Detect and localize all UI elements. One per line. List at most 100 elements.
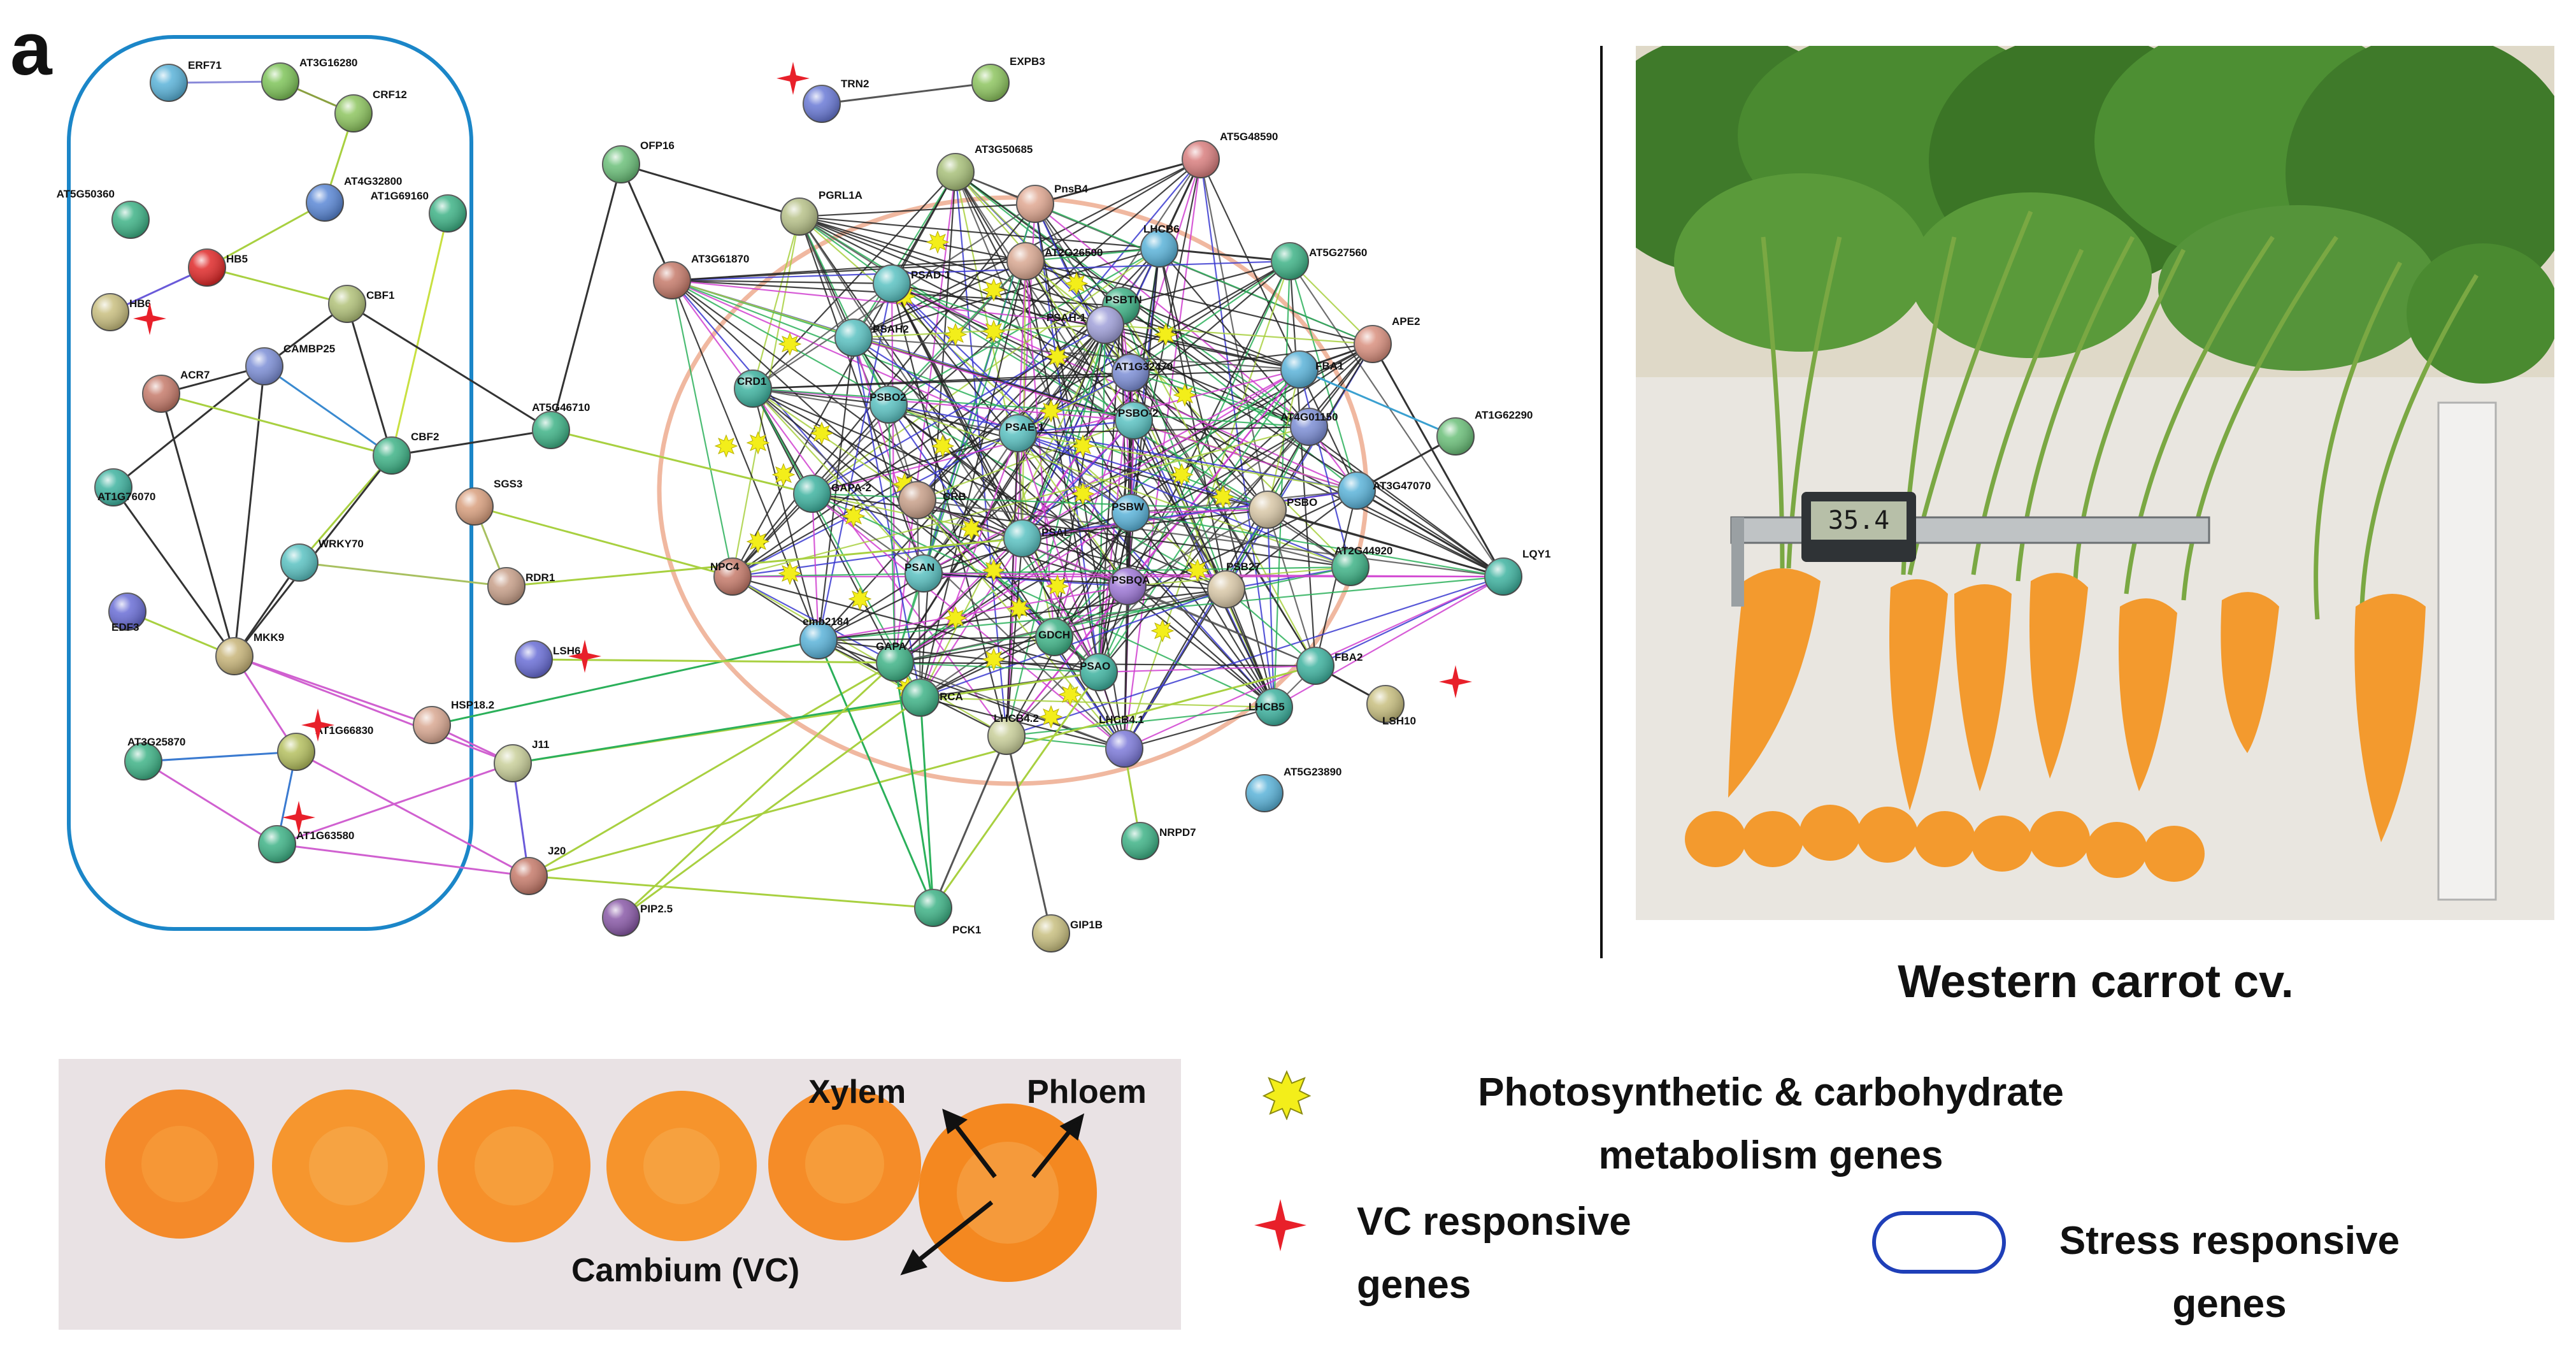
node-at3g50685: AT3G50685 bbox=[936, 143, 1033, 191]
node-label: CBF2 bbox=[411, 431, 439, 443]
node-gloss bbox=[95, 469, 132, 506]
node-psad-1: PSAD-1 bbox=[873, 264, 950, 303]
node-at1g62290: AT1G62290 bbox=[1436, 409, 1533, 456]
node-gloss bbox=[1087, 306, 1124, 343]
legend-stress-line1: Stress responsive bbox=[2059, 1219, 2400, 1263]
photosynthetic-star bbox=[959, 517, 984, 541]
network-edge bbox=[550, 429, 813, 495]
node-label: J11 bbox=[532, 738, 549, 751]
node-gloss bbox=[1007, 243, 1044, 280]
network-edge bbox=[732, 372, 1131, 577]
photosynthetic-star bbox=[714, 434, 738, 458]
node-at2g26500: AT2G26500 bbox=[1006, 242, 1103, 280]
node-label: CRF12 bbox=[373, 89, 407, 101]
slice-arrows bbox=[900, 1109, 1085, 1276]
node-gloss bbox=[278, 733, 315, 770]
network-edge bbox=[852, 337, 925, 574]
network-edge bbox=[347, 303, 552, 431]
caliper-reading: 35.4 bbox=[1828, 506, 1889, 535]
node-label: AT3G50685 bbox=[975, 143, 1033, 155]
node-gloss bbox=[150, 64, 187, 101]
node-crb: CRB bbox=[898, 481, 966, 519]
node-gloss bbox=[125, 743, 162, 780]
network-edge bbox=[1159, 247, 1291, 263]
network-edge bbox=[143, 751, 297, 763]
network-edge bbox=[1005, 203, 1036, 737]
network-edge bbox=[891, 283, 1131, 514]
node-label: PSAN bbox=[905, 561, 934, 573]
node-crf12: CRF12 bbox=[334, 89, 407, 133]
node-label: AT5G23890 bbox=[1284, 766, 1342, 778]
node-label: GDCH bbox=[1038, 629, 1070, 641]
node-psah2: PSAH2 bbox=[834, 319, 909, 357]
node-label: PSAH2 bbox=[873, 323, 909, 335]
photosynthetic-star-icon bbox=[1262, 1070, 1312, 1120]
network-edge bbox=[1273, 576, 1504, 708]
node-gloss bbox=[988, 717, 1025, 754]
node-fba2: FBA2 bbox=[1296, 647, 1363, 685]
network-edge bbox=[299, 561, 507, 587]
node-gloss bbox=[873, 265, 910, 302]
network-edge bbox=[550, 164, 622, 431]
node-gloss bbox=[870, 386, 907, 423]
network-edge bbox=[620, 696, 921, 919]
photosynthetic-star bbox=[1071, 482, 1095, 506]
photosynthetic-star bbox=[982, 647, 1006, 672]
node-lhcb6: LHCB6 bbox=[1140, 223, 1180, 268]
xylem-label: Xylem bbox=[808, 1074, 906, 1111]
node-at1g66830: AT1G66830 bbox=[277, 724, 373, 771]
node-lhcb4-2: LHCB4.2 bbox=[987, 712, 1039, 755]
network-edge bbox=[818, 573, 924, 641]
network-edge bbox=[1127, 261, 1291, 587]
network-edge bbox=[812, 493, 1268, 511]
network-edge bbox=[1017, 426, 1310, 435]
node-cambp25: CAMBP25 bbox=[245, 343, 335, 385]
network-edge bbox=[298, 455, 393, 563]
node-gloss bbox=[803, 85, 840, 122]
network-edge bbox=[752, 283, 892, 389]
network-edge bbox=[894, 661, 1125, 750]
node-gloss bbox=[1437, 418, 1474, 455]
network-edge bbox=[1105, 324, 1300, 371]
network-edge bbox=[752, 388, 820, 641]
photosynthetic-star bbox=[1007, 596, 1031, 621]
node-label: AT5G46710 bbox=[532, 401, 590, 414]
node-gloss bbox=[1182, 141, 1219, 178]
node-label: PnsB4 bbox=[1054, 183, 1088, 195]
node-mkk9: MKK9 bbox=[215, 631, 284, 675]
network-edge bbox=[932, 672, 1100, 909]
node-lhcb4-1: LHCB4.1 bbox=[1099, 714, 1144, 768]
node-psao: PSAO bbox=[1080, 653, 1118, 691]
node-gloss bbox=[603, 899, 640, 936]
network-edge bbox=[894, 662, 934, 909]
node-gloss bbox=[429, 195, 466, 232]
node-gloss bbox=[259, 826, 296, 863]
node-gloss bbox=[1106, 730, 1143, 767]
node-label: PSBQA bbox=[1112, 574, 1150, 586]
node-gloss bbox=[999, 415, 1036, 452]
node-label: PSAE-1 bbox=[1005, 421, 1044, 433]
node-gloss bbox=[1271, 243, 1308, 280]
caliper: 35.4 bbox=[1730, 492, 2210, 607]
node-gloss bbox=[1485, 558, 1522, 595]
node-at5g27560: AT5G27560 bbox=[1271, 242, 1367, 280]
node-gloss bbox=[112, 201, 149, 238]
network-edge bbox=[818, 636, 1055, 642]
network-edge bbox=[1024, 261, 1100, 673]
node-gloss bbox=[329, 285, 366, 322]
node-gdch: GDCH bbox=[1035, 618, 1073, 656]
node-label: AT5G27560 bbox=[1309, 247, 1367, 259]
node-label: PSBO-2 bbox=[1118, 407, 1158, 419]
network-edge bbox=[1226, 589, 1316, 666]
network-edge bbox=[732, 576, 896, 663]
network-edge bbox=[474, 505, 733, 578]
node-hb5: HB5 bbox=[188, 248, 248, 287]
network-edge bbox=[1124, 509, 1268, 749]
node-gapa: GAPA bbox=[876, 640, 914, 682]
network-edge bbox=[888, 248, 1160, 405]
network-edge bbox=[812, 493, 924, 574]
network-edge bbox=[798, 216, 919, 501]
node-gloss bbox=[734, 370, 771, 407]
node-label: AT4G01150 bbox=[1280, 411, 1338, 423]
network-edge bbox=[916, 500, 922, 698]
